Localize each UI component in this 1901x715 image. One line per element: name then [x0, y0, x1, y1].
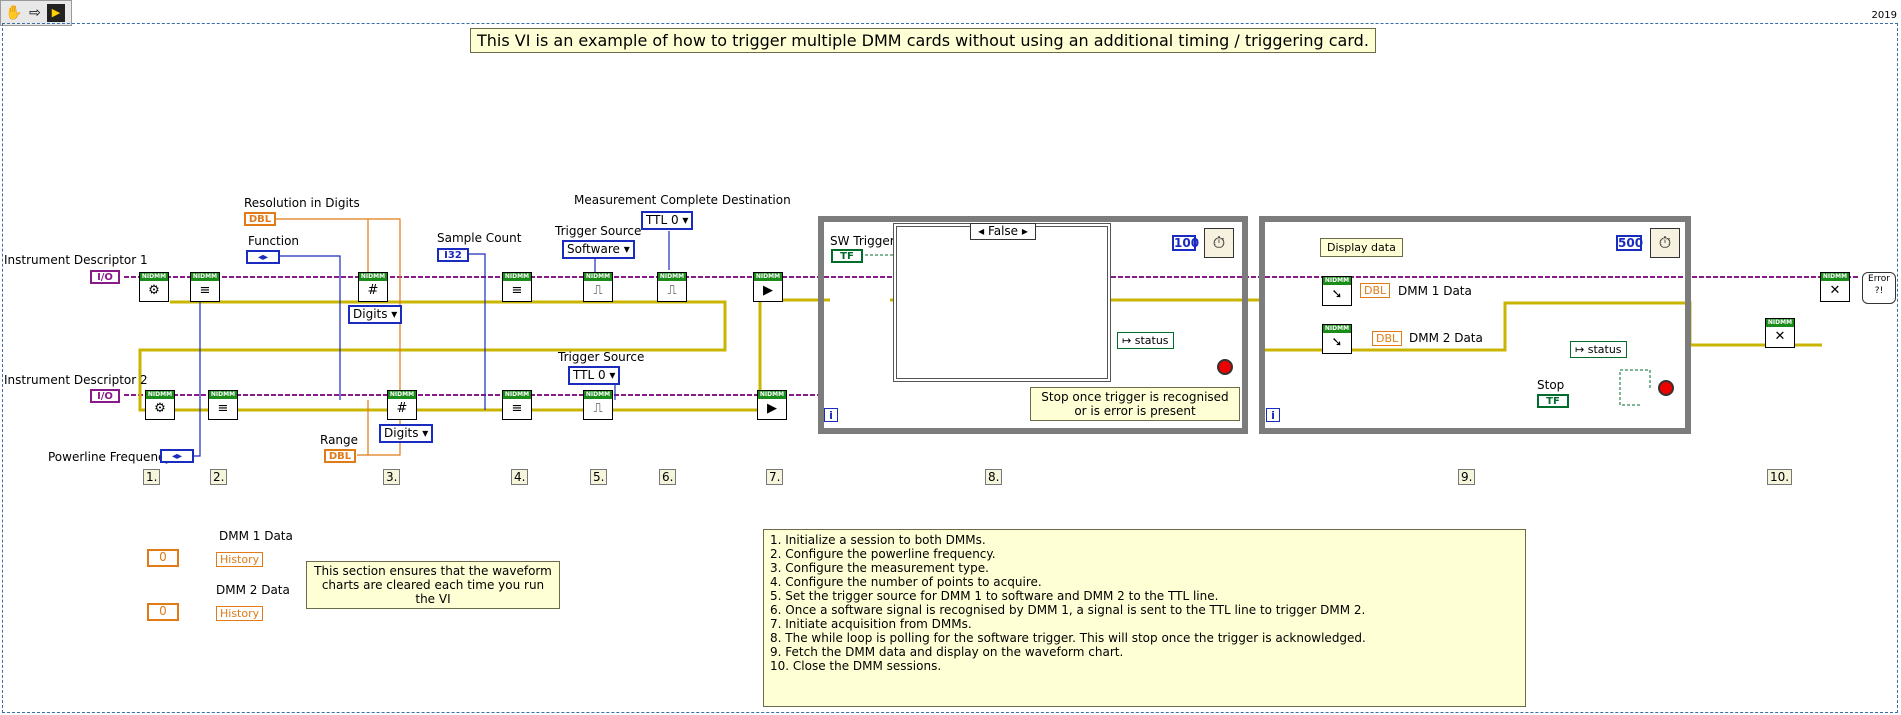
instruction-line: 3. Configure the measurement type. — [770, 561, 989, 575]
toolbar: ✋ ⇨ ▶ — [0, 0, 72, 26]
run-icon[interactable]: ▶ — [47, 4, 65, 22]
wait-500-constant[interactable]: 500 — [1616, 235, 1644, 251]
stop-label: Stop — [1537, 378, 1565, 392]
clear-note: This section ensures that the waveform c… — [306, 561, 560, 609]
instruction-line: 10. Close the DMM sessions. — [770, 659, 942, 673]
fetch-vi-1[interactable]: NIDMM➘ — [1322, 276, 1352, 306]
sample-count-label: Sample Count — [437, 231, 522, 245]
step-label: 3. — [383, 469, 401, 485]
powerline-frequency-label: Powerline Frequency — [48, 450, 172, 464]
digits-enum-2[interactable]: Digits ▾ — [379, 424, 434, 443]
step-label: 2. — [210, 469, 228, 485]
function-control[interactable]: ◂▸ — [246, 250, 280, 264]
step-label: 10. — [1767, 469, 1793, 485]
stop-note: Stop once trigger is recognised or is er… — [1030, 387, 1240, 421]
trigger-source-vi-2[interactable]: NIDMM⎍ — [583, 390, 613, 420]
resolution-in-digits-label: Resolution in Digits — [244, 196, 360, 210]
dmm1-chart-terminal: DBL — [1360, 283, 1391, 298]
sw-trigger-control[interactable]: TF — [831, 249, 863, 263]
sw-trigger-label: SW Trigger — [830, 234, 895, 248]
initiate-vi-1[interactable]: NIDMM▶ — [753, 272, 783, 302]
function-label: Function — [248, 234, 300, 248]
close-vi-2[interactable]: NIDMM✕ — [1765, 318, 1795, 348]
instruction-line: 5. Set the trigger source for DMM 1 to s… — [770, 589, 1219, 603]
range-control[interactable]: DBL — [324, 449, 356, 463]
instrument-descriptor-1-control[interactable]: I/O — [90, 270, 120, 284]
dmm1-data-label: DMM 1 Data — [1398, 284, 1472, 298]
sample-count-vi-2[interactable]: NIDMM≡ — [502, 390, 532, 420]
instructions-note: 1. Initialize a session to both DMMs. 2.… — [763, 529, 1526, 707]
title-note: This VI is an example of how to trigger … — [470, 28, 1376, 53]
resolution-in-digits-control[interactable]: DBL — [244, 212, 276, 226]
instruction-line: 7. Initiate acquisition from DMMs. — [770, 617, 972, 631]
block-diagram-frame — [2, 23, 1898, 713]
trigger-source-vi-1[interactable]: NIDMM⎍ — [583, 272, 613, 302]
status-unbundle-2: ↦ status — [1570, 341, 1627, 358]
fetch-vi-2[interactable]: NIDMM➘ — [1322, 324, 1352, 354]
display-data-note: Display data — [1320, 238, 1403, 257]
instruction-line: 2. Configure the powerline frequency. — [770, 547, 996, 561]
step-label: 5. — [590, 469, 608, 485]
powerline-frequency-control[interactable]: ◂▸ — [160, 449, 194, 463]
digits-enum-1[interactable]: Digits ▾ — [348, 305, 403, 324]
powerline-vi-1[interactable]: NIDMM≡ — [190, 272, 220, 302]
wait-ms-icon: ⏱ — [1204, 228, 1234, 258]
instruction-line: 4. Configure the number of points to acq… — [770, 575, 1042, 589]
config-measurement-vi-1[interactable]: NIDMM# — [358, 272, 388, 302]
error-handler-icon[interactable]: Error ?! — [1862, 272, 1896, 304]
wait-ms-icon-2: ⏱ — [1650, 228, 1680, 258]
iteration-terminal-1: i — [824, 408, 838, 422]
trigger-source-2-label: Trigger Source — [558, 350, 645, 364]
measurement-complete-destination-enum[interactable]: TTL 0 ▾ — [641, 211, 694, 230]
instrument-descriptor-2-control[interactable]: I/O — [90, 389, 120, 403]
sample-count-control[interactable]: I32 — [437, 248, 469, 262]
trigger-source-2-enum[interactable]: TTL 0 ▾ — [568, 366, 621, 385]
stop-condition-icon-2 — [1658, 380, 1674, 396]
dmm1-data-chart-label: DMM 1 Data — [219, 529, 293, 543]
step-label: 8. — [985, 469, 1003, 485]
stop-condition-icon-1 — [1217, 359, 1233, 375]
step-label: 4. — [511, 469, 529, 485]
powerline-vi-2[interactable]: NIDMM≡ — [208, 390, 238, 420]
iteration-terminal-2: i — [1266, 408, 1280, 422]
dmm2-empty-array[interactable]: 0 — [147, 603, 179, 621]
measurement-complete-vi[interactable]: NIDMM⎍ — [657, 272, 687, 302]
instrument-descriptor-2-label: Instrument Descriptor 2 — [4, 373, 148, 387]
step-label: 9. — [1458, 469, 1476, 485]
dmm1-history-node: History — [216, 552, 264, 567]
stop-control[interactable]: TF — [1537, 394, 1569, 408]
while-loop-trigger[interactable] — [818, 216, 1248, 434]
status-unbundle-1: ↦ status — [1117, 332, 1174, 349]
hand-icon[interactable]: ✋ — [5, 5, 23, 21]
wait-100-constant[interactable]: 100 — [1172, 235, 1200, 251]
instruction-line: 1. Initialize a session to both DMMs. — [770, 533, 986, 547]
instrument-descriptor-1-label: Instrument Descriptor 1 — [4, 253, 148, 267]
range-label: Range — [320, 433, 359, 447]
dmm2-data-chart-label: DMM 2 Data — [216, 583, 290, 597]
while-loop-display[interactable] — [1259, 216, 1691, 434]
instruction-line: 9. Fetch the DMM data and display on the… — [770, 645, 1124, 659]
dmm2-history-node: History — [216, 606, 264, 621]
initiate-vi-2[interactable]: NIDMM▶ — [757, 390, 787, 420]
step-label: 1. — [143, 469, 161, 485]
case-structure[interactable] — [893, 223, 1111, 382]
step-label: 7. — [766, 469, 784, 485]
close-vi-1[interactable]: NIDMM✕ — [1820, 272, 1850, 302]
trigger-source-1-enum[interactable]: Software ▾ — [562, 240, 635, 259]
dmm1-empty-array[interactable]: 0 — [147, 549, 179, 567]
arrow-icon[interactable]: ⇨ — [29, 5, 41, 21]
version-label: 2019 — [1871, 10, 1897, 21]
sample-count-vi-1[interactable]: NIDMM≡ — [502, 272, 532, 302]
dmm2-chart-terminal: DBL — [1372, 331, 1403, 346]
init-vi-2[interactable]: NIDMM⚙ — [145, 390, 175, 420]
instruction-line: 8. The while loop is polling for the sof… — [770, 631, 1366, 645]
trigger-source-1-label: Trigger Source — [555, 224, 642, 238]
step-label: 6. — [659, 469, 677, 485]
dmm2-data-label: DMM 2 Data — [1409, 331, 1483, 345]
measurement-complete-destination-label: Measurement Complete Destination — [574, 193, 791, 207]
instruction-line: 6. Once a software signal is recognised … — [770, 603, 1366, 617]
config-measurement-vi-2[interactable]: NIDMM# — [387, 390, 417, 420]
init-vi-1[interactable]: NIDMM⚙ — [139, 272, 169, 302]
case-selector[interactable]: ◂ False ▸ — [970, 223, 1036, 240]
